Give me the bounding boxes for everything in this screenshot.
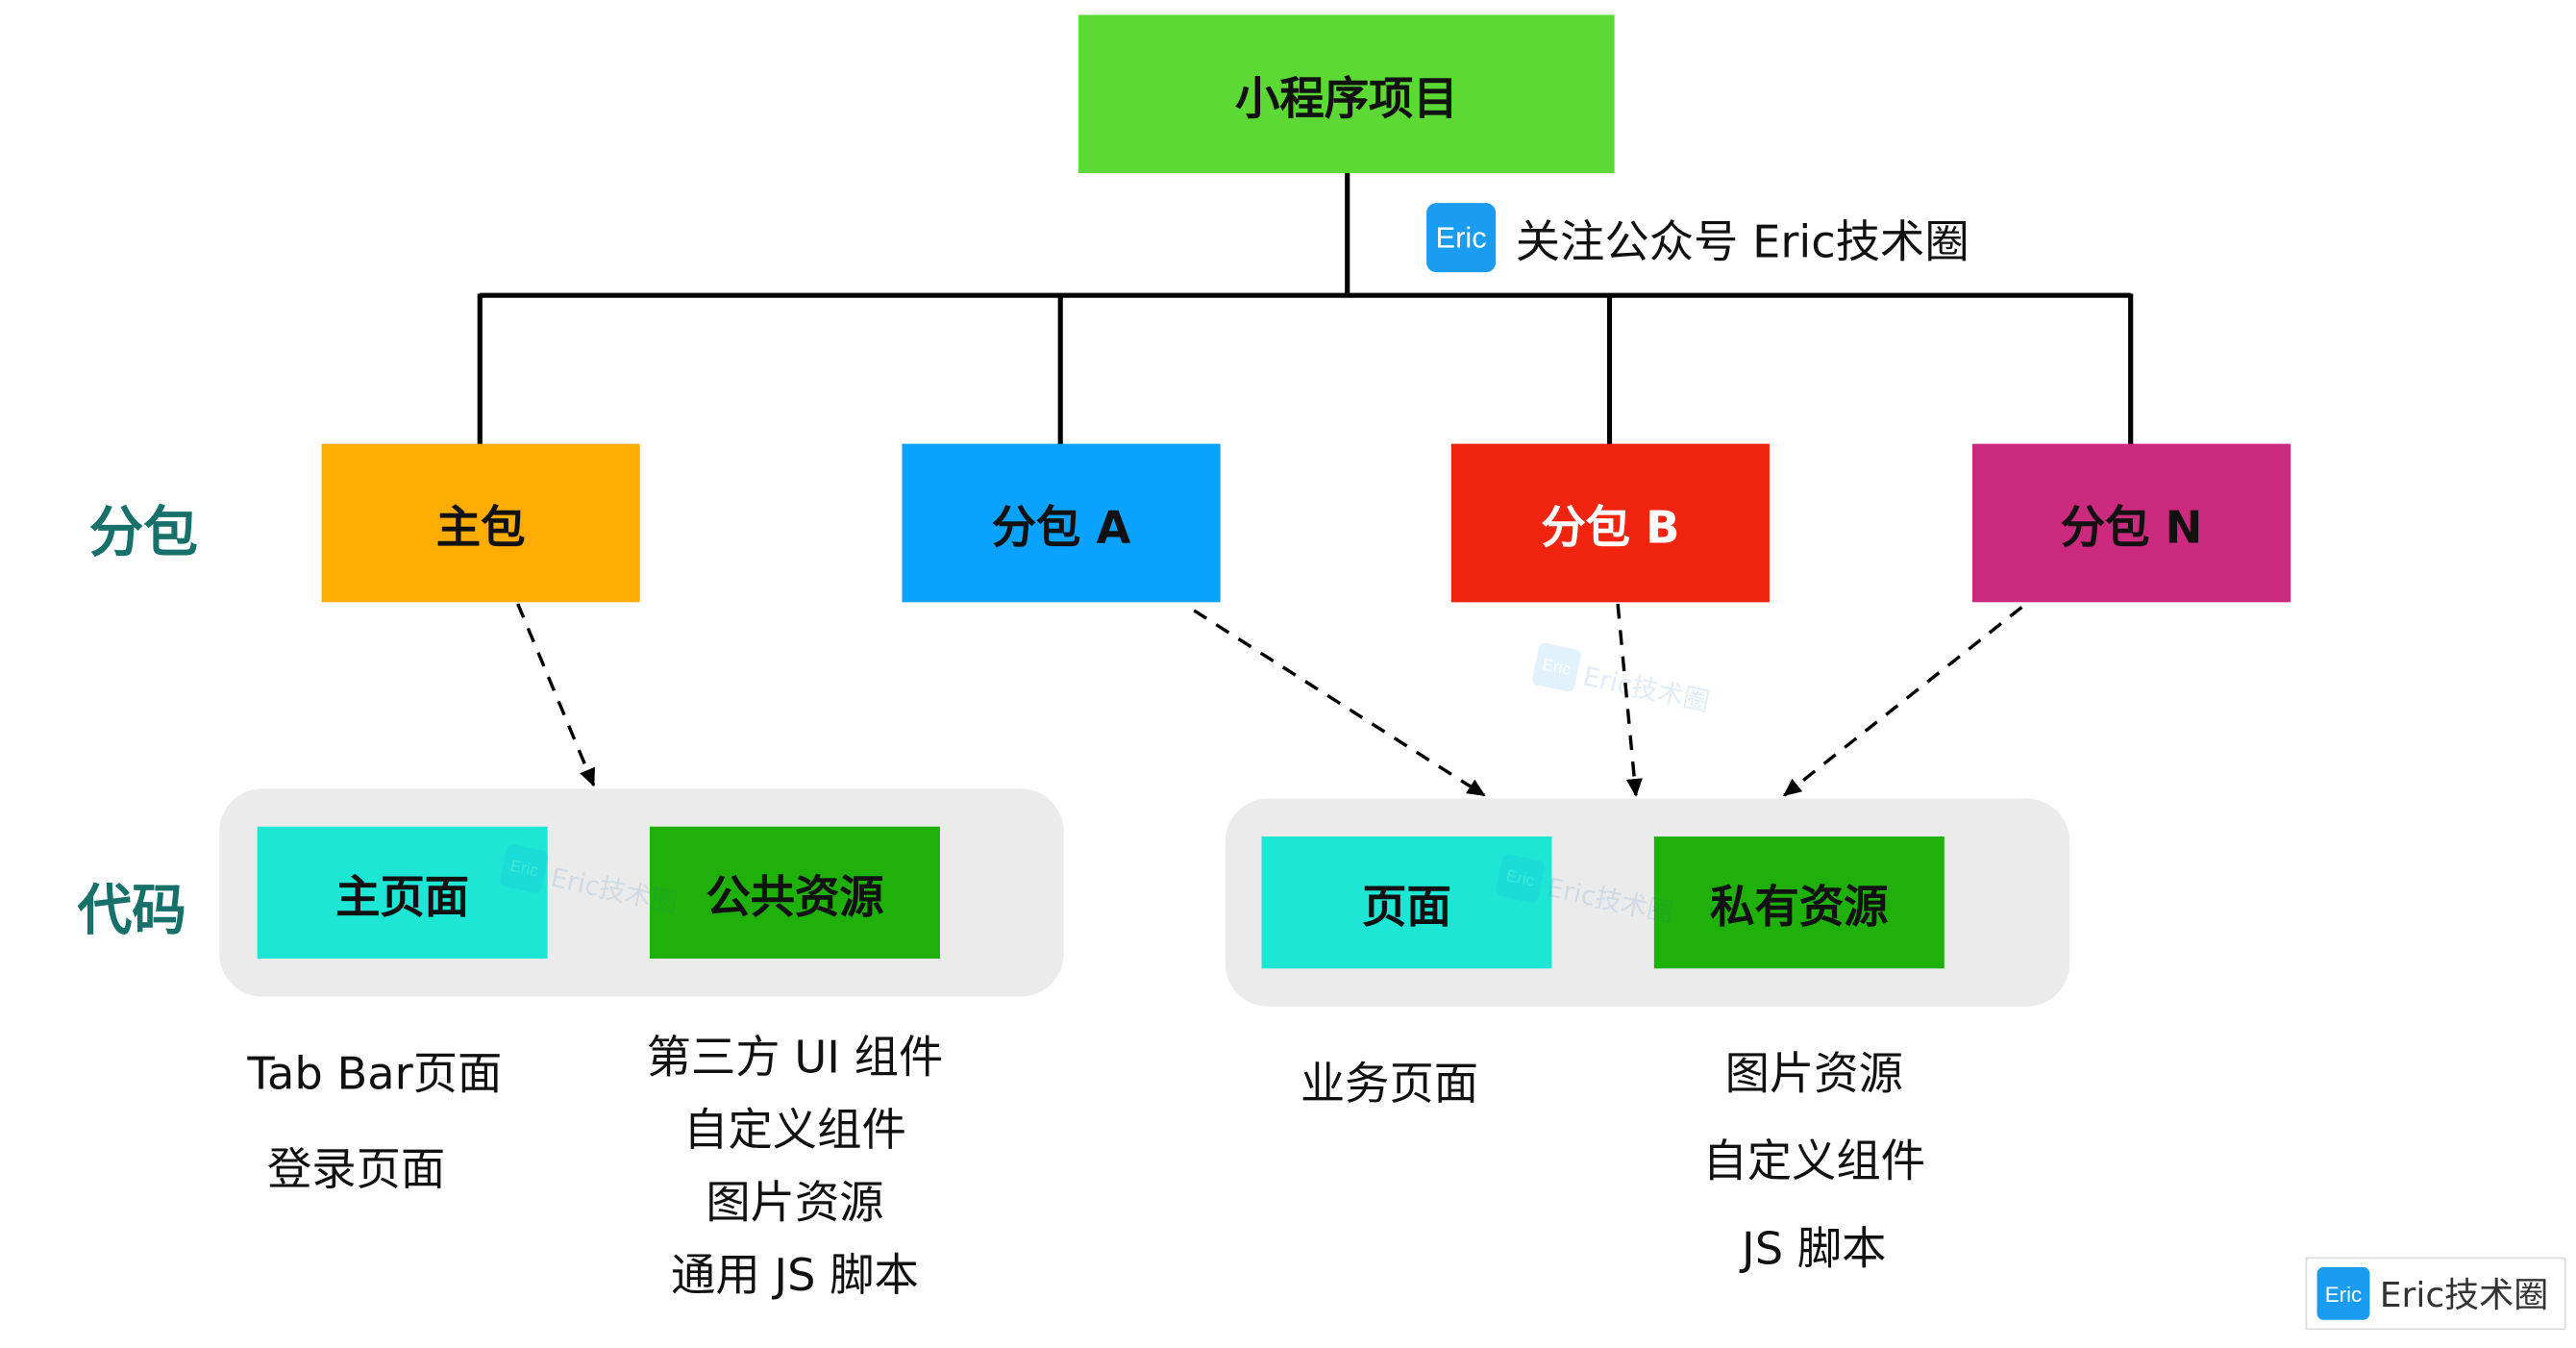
- row-label-packages: 分包: [88, 499, 198, 564]
- eric-logo-icon: Eric: [1530, 641, 1582, 693]
- list-item: 图片资源: [1724, 1049, 1903, 1101]
- private-resource-items: 图片资源 自定义组件 JS 脚本: [1666, 1043, 1963, 1285]
- sub-page-label: 页面: [1362, 882, 1451, 934]
- list-item: 第三方 UI 组件: [646, 1033, 944, 1085]
- main-page-label: 主页面: [335, 871, 470, 924]
- tree-lines: [477, 171, 2134, 446]
- eric-logo-icon: Eric: [498, 842, 550, 894]
- package-a: 分包 A: [902, 443, 1221, 603]
- private-resource-box: 私有资源: [1653, 836, 1944, 969]
- list-item: 业务页面: [1300, 1059, 1479, 1111]
- eric-logo-icon: Eric: [1426, 203, 1497, 273]
- package-a-label: 分包 A: [991, 502, 1131, 554]
- package-main: 主包: [321, 443, 640, 603]
- list-item: 自定义组件: [683, 1105, 906, 1157]
- package-n: 分包 N: [1971, 443, 2291, 603]
- public-resource-box: 公共资源: [649, 826, 940, 959]
- main-page-items: Tab Bar页面 登录页面: [247, 1044, 528, 1203]
- list-item: 自定义组件: [1702, 1136, 1926, 1188]
- arrow-a-to-code: [1193, 609, 1486, 797]
- follow-caption: Eric 关注公众号 Eric技术圈: [1426, 203, 1969, 273]
- arrow-b-to-code: [1616, 603, 1643, 797]
- corner-watermark: Eric Eric技术圈: [2305, 1257, 2566, 1331]
- eric-logo-icon: Eric: [2316, 1266, 2370, 1320]
- root-label: 小程序项目: [1235, 73, 1458, 125]
- list-item: Tab Bar页面: [247, 1049, 503, 1101]
- sub-page-box: 页面: [1261, 836, 1552, 969]
- row-label-code: 代码: [77, 877, 186, 942]
- follow-text: 关注公众号 Eric技术圈: [1515, 216, 1969, 268]
- main-page-box: 主页面: [257, 826, 548, 959]
- package-b: 分包 B: [1450, 443, 1770, 603]
- public-resource-items: 第三方 UI 组件 自定义组件 图片资源 通用 JS 脚本: [613, 1023, 976, 1313]
- package-b-label: 分包 B: [1541, 502, 1680, 554]
- arrow-n-to-code: [1783, 606, 2023, 797]
- root-node: 小程序项目: [1078, 14, 1615, 174]
- list-item: 登录页面: [266, 1144, 446, 1197]
- package-main-label: 主包: [435, 502, 526, 554]
- eric-logo-icon: Eric: [1495, 853, 1547, 905]
- list-item: JS 脚本: [1742, 1224, 1887, 1276]
- corner-watermark-text: Eric技术圈: [2379, 1275, 2549, 1315]
- list-item: 图片资源: [706, 1178, 884, 1230]
- dashed-arrows: [516, 603, 2023, 797]
- arrow-main-to-code: [516, 603, 596, 787]
- list-item: 通用 JS 脚本: [671, 1250, 919, 1302]
- sub-page-items: 业务页面: [1253, 1053, 1525, 1119]
- private-resource-label: 私有资源: [1710, 882, 1889, 934]
- package-n-label: 分包 N: [2060, 502, 2203, 554]
- public-resource-label: 公共资源: [706, 871, 884, 924]
